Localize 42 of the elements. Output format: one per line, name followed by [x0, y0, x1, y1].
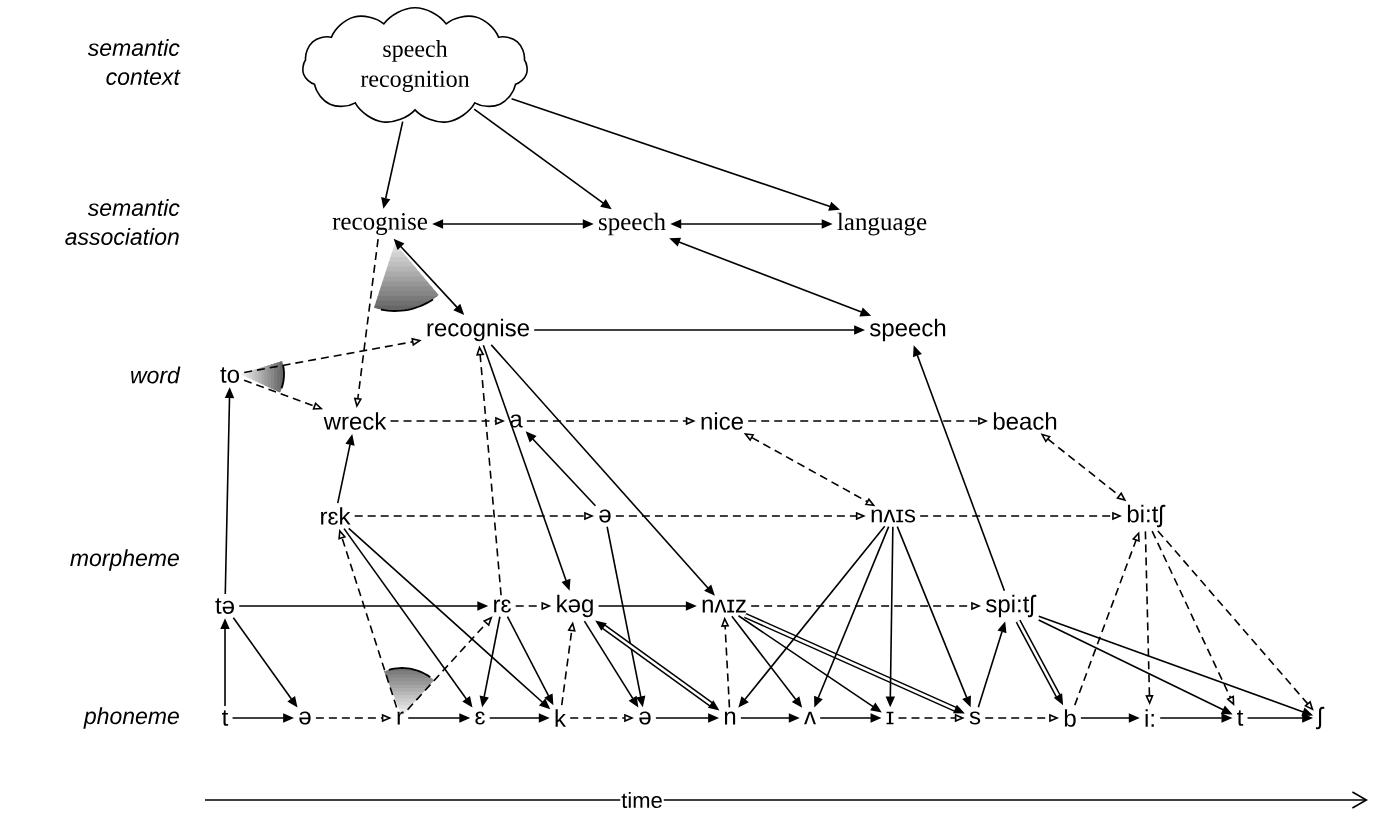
- word-label: speech: [870, 318, 946, 342]
- phoneme-label: t: [222, 710, 229, 726]
- phoneme-label: ʃ: [1315, 706, 1325, 730]
- level-label: word: [131, 366, 181, 384]
- word-label: recognise: [427, 318, 529, 342]
- phoneme-label: b: [1064, 709, 1076, 727]
- phoneme-label: r: [397, 711, 404, 725]
- level-label: semantic association: [65, 199, 180, 245]
- morpheme-label: rɛ: [494, 599, 511, 613]
- level-label: morpheme: [70, 549, 179, 571]
- phoneme-label: s: [969, 711, 981, 725]
- phoneme-label: ɪ: [886, 711, 894, 725]
- arrow: [490, 344, 715, 596]
- morpheme-label: spi:tʃ: [986, 594, 1037, 618]
- phoneme-label: n: [724, 711, 736, 725]
- word-label: to: [220, 367, 239, 383]
- dashed-arrow: [1157, 530, 1314, 711]
- axis-label: time: [620, 790, 664, 810]
- word-label: wreck: [323, 412, 387, 430]
- morpheme-label: tə: [215, 598, 234, 614]
- phoneme-label: ə: [639, 711, 651, 725]
- phoneme-label: i:: [1145, 709, 1154, 727]
- phoneme-label: ə: [299, 711, 311, 725]
- phoneme-label: k: [555, 709, 567, 727]
- morpheme-label: rɛk: [321, 507, 351, 525]
- morpheme-label: ə: [599, 509, 611, 523]
- word-label: a: [510, 414, 523, 428]
- phoneme-label: t: [1237, 710, 1244, 726]
- morpheme-label: kəg: [557, 594, 593, 618]
- thought-cloud: speech recognition: [302, 6, 528, 123]
- word-label: speech: [599, 212, 666, 236]
- phoneme-label: ʌ: [804, 711, 816, 725]
- word-label: language: [837, 212, 927, 236]
- word-label: recognise: [332, 213, 428, 235]
- morpheme-label: bi:tʃ: [1127, 504, 1166, 528]
- phoneme-label: ɛ: [475, 711, 485, 725]
- morpheme-label: nʌɪz: [702, 599, 746, 613]
- word-label: beach: [993, 412, 1057, 430]
- level-label: phoneme: [83, 707, 179, 729]
- word-label: nice: [701, 412, 743, 430]
- level-label: semantic context: [87, 39, 181, 85]
- morpheme-label: nʌɪs: [871, 509, 916, 523]
